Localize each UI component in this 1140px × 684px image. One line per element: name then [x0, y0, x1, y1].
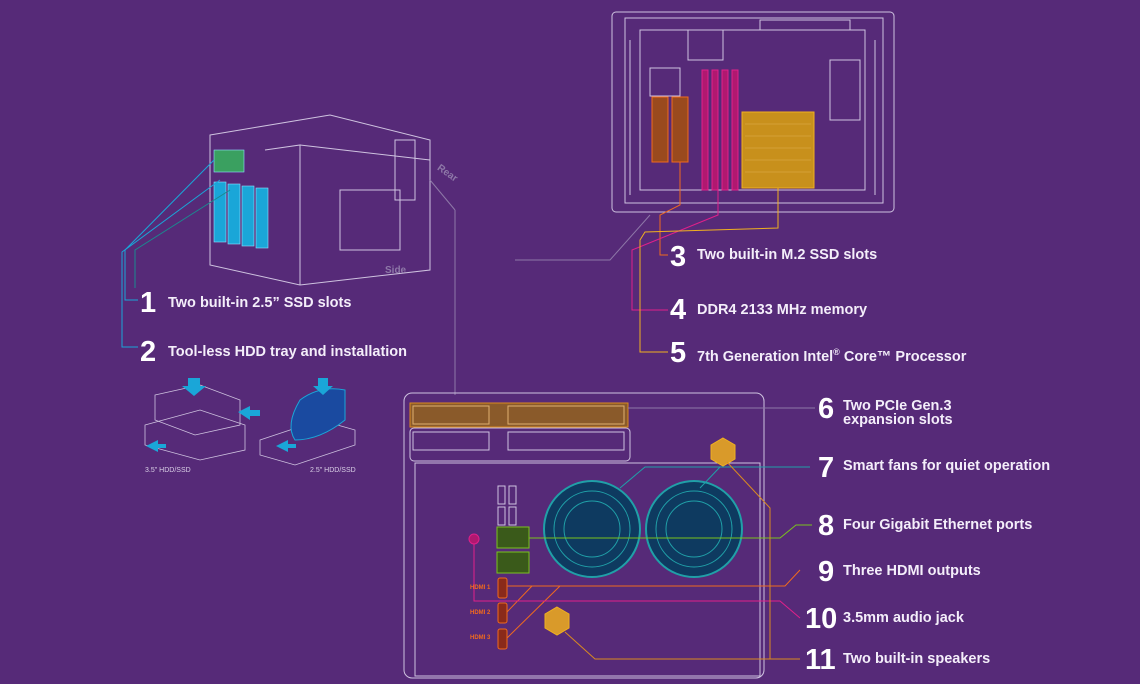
feature-5-number: 5 [670, 337, 687, 369]
fans [543, 480, 743, 578]
feature-8-label: Four Gigabit Ethernet ports [843, 517, 1033, 533]
hand-icon [290, 388, 346, 441]
ethernet-ports [496, 526, 530, 574]
feature-5-label: 7th Generation Intel® Core™ Processor [697, 345, 966, 365]
speaker-1 [710, 437, 736, 467]
hdd-trays [213, 181, 269, 249]
feature-11-label: Two built-in speakers [843, 651, 991, 667]
feature-6-label-line1: Two PCIe Gen.3 [843, 398, 952, 414]
feature-3-number: 3 [670, 241, 687, 273]
feature-7-number: 7 [818, 452, 835, 484]
tray-25-label: 2.5" HDD/SSD [310, 467, 356, 474]
ssd-slots-25 [213, 149, 245, 173]
feature-2-number: 2 [140, 336, 157, 368]
feature-4-label: DDR4 2133 MHz memory [697, 302, 868, 318]
feature-4-number: 4 [670, 294, 687, 326]
feature-9-number: 9 [818, 556, 835, 588]
feature-8-number: 8 [818, 510, 835, 542]
hdmi-label-2: HDMI 2 [470, 610, 491, 616]
audio-jack [468, 533, 480, 545]
feature-1-label: Two built-in 2.5” SSD slots [168, 295, 352, 311]
hdmi-label-1: HDMI 1 [470, 585, 491, 591]
hdmi-ports [497, 577, 508, 650]
side-view-label: Side [385, 265, 407, 276]
feature-3-label: Two built-in M.2 SSD slots [697, 247, 878, 263]
feature-10-number: 10 [805, 603, 838, 635]
side-chassis-illustration [209, 114, 431, 286]
internal-board-illustration [611, 11, 895, 213]
feature-7-label: Smart fans for quiet operation [843, 458, 1051, 474]
arrow-icons [146, 378, 333, 452]
feature-11-number: 11 [805, 644, 836, 676]
m2-slot-1 [651, 96, 669, 163]
hdd-tray-35-illustration [144, 384, 246, 461]
hdmi-label-3: HDMI 3 [470, 635, 491, 641]
speaker-2 [544, 606, 570, 636]
pcie-slots [409, 402, 629, 451]
feature-5-text: 7th Generation Intel [697, 348, 834, 365]
usb-ports [497, 485, 517, 526]
feature-6-number: 6 [818, 393, 835, 425]
feature-10-label: 3.5mm audio jack [843, 610, 964, 626]
feature-9-label: Three HDMI outputs [843, 563, 981, 579]
registered-mark: ® [833, 347, 840, 357]
tray-35-label: 3.5" HDD/SSD [145, 467, 191, 474]
rear-panel-illustration [403, 392, 765, 679]
cpu-heatsink [741, 111, 815, 189]
feature-6-label-line2: expansion slots [843, 412, 953, 428]
rear-leader [429, 179, 456, 211]
feature-5-text-rest: Core™ Processor [839, 348, 967, 365]
memory-slots [701, 69, 739, 191]
feature-1-number: 1 [140, 287, 157, 319]
feature-2-label: Tool-less HDD tray and installation [168, 344, 408, 360]
m2-slot-2 [671, 96, 689, 163]
